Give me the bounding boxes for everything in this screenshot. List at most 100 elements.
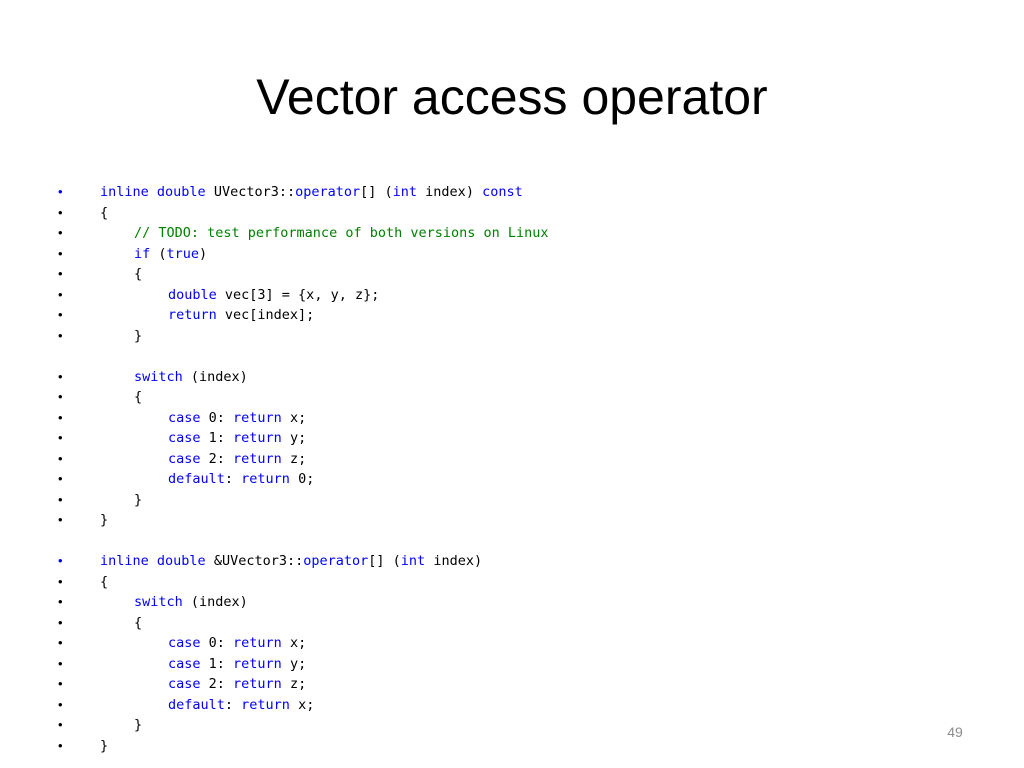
code-token: &UVector3:: [205, 553, 304, 569]
code-token: index) [425, 553, 483, 569]
code-keyword: if [134, 245, 151, 262]
code-keyword: const [482, 184, 523, 200]
code-keyword: double [156, 553, 206, 569]
code-token: 2: [200, 676, 234, 692]
code-line: •{ [58, 572, 958, 593]
code-line: •if (true) [58, 244, 958, 265]
code-text: switch (index) [134, 367, 248, 388]
code-keyword: default [168, 471, 225, 487]
code-line: •case 1: return y; [58, 654, 958, 675]
code-token: vec[index]; [216, 307, 315, 323]
code-token: 1: [200, 430, 234, 446]
code-line: •case 0: return x; [58, 408, 958, 429]
code-keyword: operator [295, 184, 361, 200]
code-text: { [134, 613, 142, 634]
code-keyword: operator [303, 553, 369, 569]
bullet-icon: • [58, 286, 63, 302]
bullet-icon: • [58, 204, 63, 220]
code-text: if (true) [134, 244, 207, 265]
code-keyword: case [168, 430, 201, 446]
code-text: case 1: return y; [168, 428, 306, 449]
bullet-icon: • [58, 635, 63, 650]
code-keyword: default [168, 696, 225, 713]
code-text: } [134, 326, 142, 347]
code-text: case 0: return x; [168, 408, 306, 429]
code-keyword: return [168, 307, 217, 323]
bullet-icon: • [58, 553, 63, 568]
code-token: { [134, 614, 143, 631]
code-line: • case 2: return z; [58, 674, 958, 695]
code-token: { [100, 573, 109, 590]
page-number: 49 [947, 724, 963, 740]
code-token: { [134, 266, 143, 282]
bullet-icon: • [58, 389, 63, 404]
code-keyword: case [168, 409, 201, 426]
code-token: y; [281, 430, 307, 446]
code-text: default: return 0; [168, 469, 314, 490]
code-keyword: return [233, 635, 282, 651]
code-token: x; [281, 635, 307, 651]
code-line: •case 2: return z; [58, 449, 958, 470]
code-keyword: double [168, 286, 217, 303]
code-keyword: case [168, 655, 201, 672]
code-text: } [134, 490, 142, 511]
code-keyword: case [168, 450, 201, 467]
code-text: } [100, 736, 108, 757]
code-keyword: true [166, 245, 200, 262]
code-token: vec[3] = {x, y, z}; [216, 286, 380, 303]
code-token: 1: [200, 655, 234, 672]
code-token: : [224, 471, 242, 487]
code-line: • // TODO: test performance of both versi… [58, 223, 958, 244]
code-token: { [100, 204, 109, 221]
code-token: z; [281, 450, 307, 467]
code-token: x; [289, 696, 315, 713]
code-line: • case 0: return x; [58, 633, 958, 654]
code-keyword: case [168, 635, 201, 651]
bullet-icon: • [58, 676, 63, 691]
code-line: •inline double &UVector3::operator[] (in… [58, 551, 958, 572]
code-listing: •inline double UVector3::operator[] (int… [58, 182, 958, 756]
code-text: case 2: return z; [168, 674, 306, 695]
slide-title: Vector access operator [256, 69, 768, 125]
code-text: default: return x; [168, 695, 314, 716]
bullet-icon: • [58, 594, 63, 609]
code-keyword: inline [100, 184, 149, 200]
code-line: •{ [58, 264, 958, 285]
bullet-icon: • [58, 225, 63, 240]
code-keyword: int [392, 184, 418, 200]
code-token: } [134, 717, 143, 733]
code-keyword: return [241, 696, 290, 713]
code-line: •} [58, 326, 958, 347]
code-token: z; [281, 676, 307, 692]
code-text: { [134, 387, 142, 408]
code-line: •} [58, 510, 958, 531]
code-token: [] ( [360, 184, 393, 200]
code-token: ) [199, 245, 208, 262]
code-token: } [134, 491, 143, 508]
code-text: } [100, 510, 108, 531]
code-text: } [134, 715, 142, 736]
code-token [149, 184, 157, 200]
code-keyword: return [233, 450, 282, 467]
code-line: •default: return 0; [58, 469, 958, 490]
code-line: •inline double UVector3::operator[] (int… [58, 182, 958, 203]
bullet-icon: • [58, 450, 63, 466]
code-token: } [100, 512, 109, 528]
code-text: case 0: return x; [168, 633, 306, 654]
code-token: x; [281, 409, 307, 426]
code-token: : [224, 696, 242, 713]
code-token: [] ( [368, 553, 401, 569]
bullet-icon: • [58, 184, 63, 199]
code-token: } [100, 737, 109, 754]
code-line: •} [58, 736, 958, 757]
code-token: ( [150, 245, 167, 262]
code-line: •} [58, 715, 958, 736]
bullet-icon: • [58, 368, 63, 384]
code-keyword: return [233, 430, 282, 446]
code-line: •return vec[index]; [58, 305, 958, 326]
code-text: switch (index) [134, 592, 248, 613]
code-token [149, 553, 157, 569]
code-comment: // TODO: test performance of both versio… [134, 225, 549, 241]
code-line: • switch (index) [58, 367, 958, 388]
code-blank-line [58, 346, 958, 367]
